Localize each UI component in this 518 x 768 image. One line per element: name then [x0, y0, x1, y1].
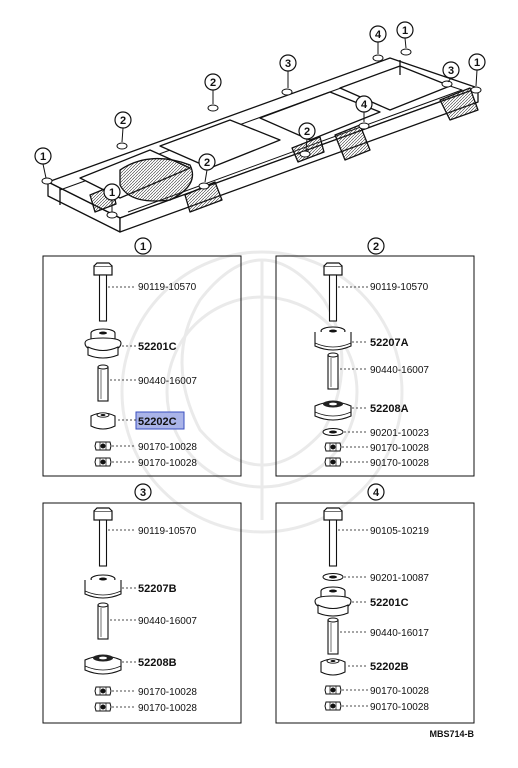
svg-text:2: 2: [210, 77, 216, 89]
part-90170-10028-b[interactable]: 90170-10028: [138, 458, 197, 469]
washer-icon: [322, 428, 344, 436]
callout-3-mid: 4: [355, 95, 373, 122]
lower-cushion-icon: [314, 399, 352, 421]
callout-1-right: 1: [468, 53, 486, 87]
callout-2-d: 2: [298, 122, 316, 151]
part-52201C[interactable]: 52201C: [138, 341, 177, 353]
bolt-icon: [93, 262, 113, 322]
callout-2-a: 2: [114, 111, 132, 143]
sleeve-icon: [97, 364, 109, 402]
nut-icon: [94, 686, 112, 696]
nut-icon: [94, 457, 112, 467]
part-52207A[interactable]: 52207A: [370, 337, 409, 349]
bolt-icon: [323, 262, 343, 322]
callout-2-c: 2: [204, 73, 222, 104]
part-90170-10028-a[interactable]: 90170-10028: [370, 443, 429, 454]
svg-text:3: 3: [448, 65, 454, 77]
svg-text:1: 1: [474, 57, 480, 69]
part-90170-10028-b[interactable]: 90170-10028: [138, 703, 197, 714]
upper-cushion-icon: [84, 574, 122, 599]
group-1-header: 1: [134, 237, 152, 255]
part-90170-10028-b[interactable]: 90170-10028: [370, 458, 429, 469]
nut-icon: [324, 685, 342, 695]
callout-1-mid: 1: [103, 183, 121, 212]
part-52202C[interactable]: 52202C: [138, 416, 177, 428]
part-90105-10219[interactable]: 90105-10219: [370, 526, 429, 537]
part-90170-10028-b[interactable]: 90170-10028: [370, 702, 429, 713]
part-90440-16007[interactable]: 90440-16007: [370, 365, 429, 376]
part-52207B[interactable]: 52207B: [138, 583, 177, 595]
group-1-box: [42, 255, 242, 477]
callout-3-top: 3: [279, 54, 297, 88]
svg-text:1: 1: [40, 151, 46, 163]
group-2: 2 90119-10570 52207A 90440-16007 52208A …: [275, 237, 475, 477]
svg-text:1: 1: [402, 25, 408, 37]
callout-1-top: 1: [396, 21, 414, 49]
part-52201C[interactable]: 52201C: [370, 597, 409, 609]
part-90201-10023[interactable]: 90201-10023: [370, 428, 429, 439]
drawing-code: MBS714-B: [429, 729, 474, 739]
upper-cushion-icon: [314, 586, 352, 617]
sleeve-icon: [97, 602, 109, 640]
callout-4-right: 3: [442, 61, 460, 83]
part-90119-10570[interactable]: 90119-10570: [138, 282, 197, 293]
nut-icon: [324, 701, 342, 711]
svg-text:2: 2: [373, 241, 379, 253]
lower-cushion-icon: [84, 653, 122, 675]
callout-4-top: 4: [369, 25, 387, 54]
svg-text:3: 3: [140, 487, 146, 499]
frame-chassis: [41, 48, 482, 233]
svg-text:3: 3: [285, 58, 291, 70]
washer-icon: [322, 573, 344, 581]
group-4: 4 90105-10219 90201-10087 52201C 90440-1…: [275, 483, 475, 724]
part-90440-16017[interactable]: 90440-16017: [370, 628, 429, 639]
nut-icon: [94, 441, 112, 451]
group-4-box: [275, 502, 475, 724]
part-90201-10087[interactable]: 90201-10087: [370, 573, 429, 584]
group-1: 1 90119-10570 52201C 90440-16007 52202C …: [42, 237, 242, 477]
highlight-box: [135, 411, 185, 430]
nut-icon: [94, 702, 112, 712]
svg-text:4: 4: [373, 487, 380, 499]
part-90119-10570[interactable]: 90119-10570: [138, 526, 197, 537]
sleeve-icon: [327, 617, 339, 655]
upper-cushion-icon: [314, 326, 352, 351]
bolt-icon: [93, 507, 113, 567]
svg-text:2: 2: [120, 115, 126, 127]
group-4-header: 4: [367, 483, 385, 501]
part-90119-10570[interactable]: 90119-10570: [370, 282, 429, 293]
bolt-icon: [323, 507, 343, 567]
lower-cushion-icon: [320, 658, 346, 676]
part-90170-10028-a[interactable]: 90170-10028: [138, 687, 197, 698]
part-52208B[interactable]: 52208B: [138, 657, 177, 669]
svg-text:2: 2: [304, 126, 310, 138]
sleeve-icon: [327, 352, 339, 390]
svg-text:4: 4: [375, 29, 382, 41]
svg-text:2: 2: [204, 157, 210, 169]
svg-text:4: 4: [361, 99, 368, 111]
lower-cushion-icon: [90, 412, 116, 430]
nut-icon: [324, 457, 342, 467]
part-90170-10028-a[interactable]: 90170-10028: [370, 686, 429, 697]
group-2-header: 2: [367, 237, 385, 255]
callout-1-left: 1: [34, 147, 52, 179]
frame-callouts: 1 2 1 2 2 3 2: [34, 21, 486, 212]
part-90440-16007[interactable]: 90440-16007: [138, 616, 197, 627]
nut-icon: [324, 442, 342, 452]
group-3-box: [42, 502, 242, 724]
group-3-header: 3: [134, 483, 152, 501]
svg-text:1: 1: [109, 187, 115, 199]
part-90440-16007[interactable]: 90440-16007: [138, 376, 197, 387]
group-3: 3 90119-10570 52207B 90440-16007 52208B …: [42, 483, 242, 724]
part-52202B[interactable]: 52202B: [370, 661, 409, 673]
svg-text:1: 1: [140, 241, 146, 253]
callout-2-b: 2: [198, 153, 216, 183]
group-2-box: [275, 255, 475, 477]
part-52208A[interactable]: 52208A: [370, 403, 409, 415]
upper-cushion-icon: [84, 328, 122, 359]
watermark: [120, 250, 404, 534]
part-90170-10028-a[interactable]: 90170-10028: [138, 442, 197, 453]
